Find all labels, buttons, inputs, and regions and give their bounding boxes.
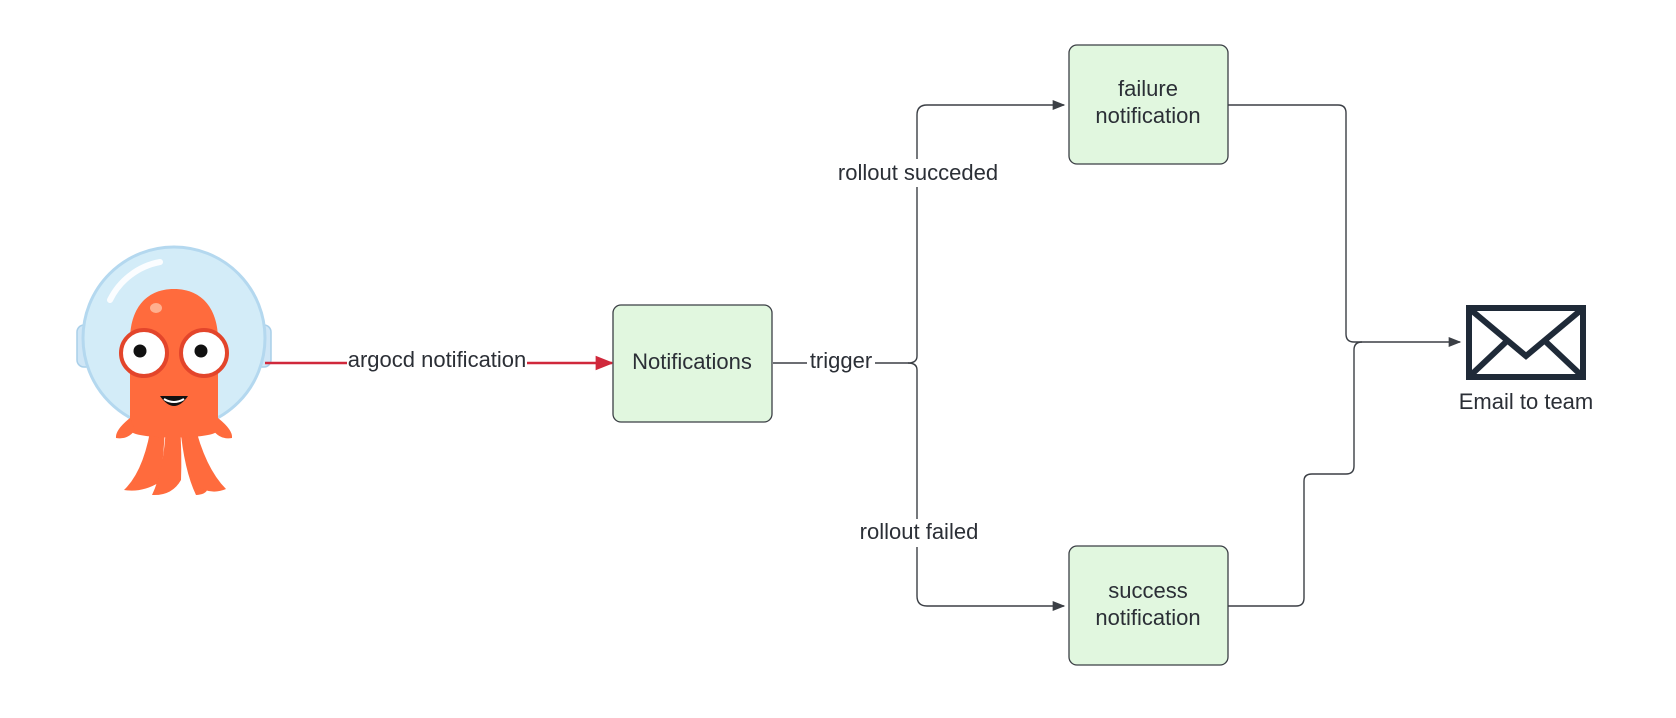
failure-node-label-line2: notification xyxy=(1095,103,1200,128)
edge-label-rollout-succeeded: rollout succeded xyxy=(838,160,998,185)
edge-label-trigger: trigger xyxy=(810,348,872,373)
failure-notification-node: failure notification xyxy=(1068,44,1229,165)
success-node-label-line1: success xyxy=(1108,578,1187,603)
rollout-failed-connector xyxy=(907,362,1066,612)
success-node-label-line2: notification xyxy=(1095,605,1200,630)
email-to-team-label: Email to team xyxy=(1459,389,1594,414)
notifications-node: Notifications xyxy=(612,304,773,423)
edge-label-argocd-notification: argocd notification xyxy=(348,347,527,372)
failure-to-email-connector xyxy=(1226,104,1462,348)
failure-node-label-line1: failure xyxy=(1118,76,1178,101)
success-to-email-connector xyxy=(1226,341,1363,607)
edge-label-rollout-failed: rollout failed xyxy=(860,519,979,544)
rollout-succeeded-connector xyxy=(773,99,1066,364)
notifications-node-label: Notifications xyxy=(632,349,752,374)
argo-octopus-mascot-icon xyxy=(76,245,272,496)
envelope-icon xyxy=(1466,305,1586,380)
success-notification-node: success notification xyxy=(1068,545,1229,666)
